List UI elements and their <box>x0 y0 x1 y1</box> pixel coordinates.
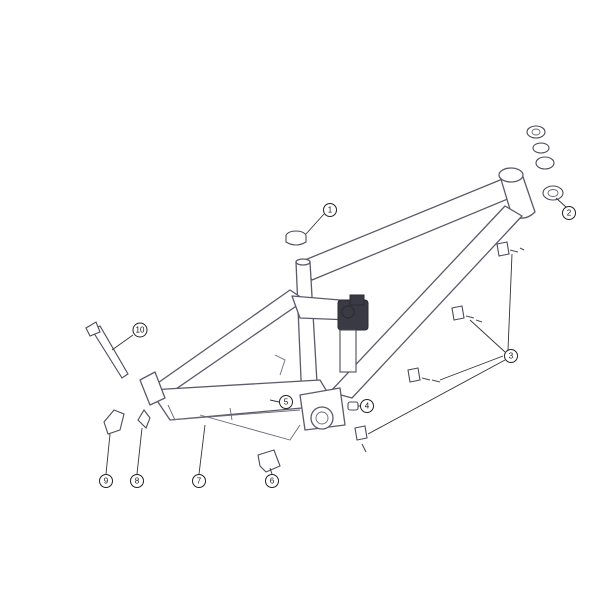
frame <box>139 167 536 441</box>
callout-5: 5 <box>279 395 293 409</box>
leader-lines <box>105 197 567 475</box>
callout-10: 10 <box>132 322 148 338</box>
bolt-part-4 <box>347 401 359 411</box>
callout-3: 3 <box>504 349 518 363</box>
callout-label: 4 <box>365 402 370 411</box>
down-tube <box>329 205 523 399</box>
callout-4: 4 <box>360 399 374 413</box>
callout-label: 9 <box>104 477 109 486</box>
callout-7: 7 <box>192 474 206 488</box>
rear-dropout <box>139 371 166 406</box>
seat-clamp <box>285 230 307 246</box>
callout-6: 6 <box>265 474 279 488</box>
callout-label: 8 <box>135 477 140 486</box>
callout-9: 9 <box>99 474 113 488</box>
callout-label: 1 <box>328 206 333 215</box>
callout-8: 8 <box>130 474 144 488</box>
callout-label: 6 <box>270 477 275 486</box>
rear-shock <box>337 294 369 373</box>
cable-guides <box>354 241 525 453</box>
callout-label: 3 <box>509 352 514 361</box>
callout-1: 1 <box>323 203 337 217</box>
chain-guide-part-6 <box>257 449 281 473</box>
derailleur-hanger-part-9 <box>103 409 125 435</box>
callout-label: 5 <box>284 398 289 407</box>
callout-label: 7 <box>197 477 202 486</box>
headset-parts <box>526 125 564 201</box>
callout-label: 10 <box>136 326 145 335</box>
seat-tube-top <box>295 258 311 266</box>
rear-axle <box>85 321 129 379</box>
bottom-bracket <box>310 406 334 430</box>
hardware-part-8 <box>137 409 151 429</box>
callout-label: 2 <box>567 209 572 218</box>
head-tube-top <box>498 167 524 183</box>
callout-2: 2 <box>562 206 576 220</box>
